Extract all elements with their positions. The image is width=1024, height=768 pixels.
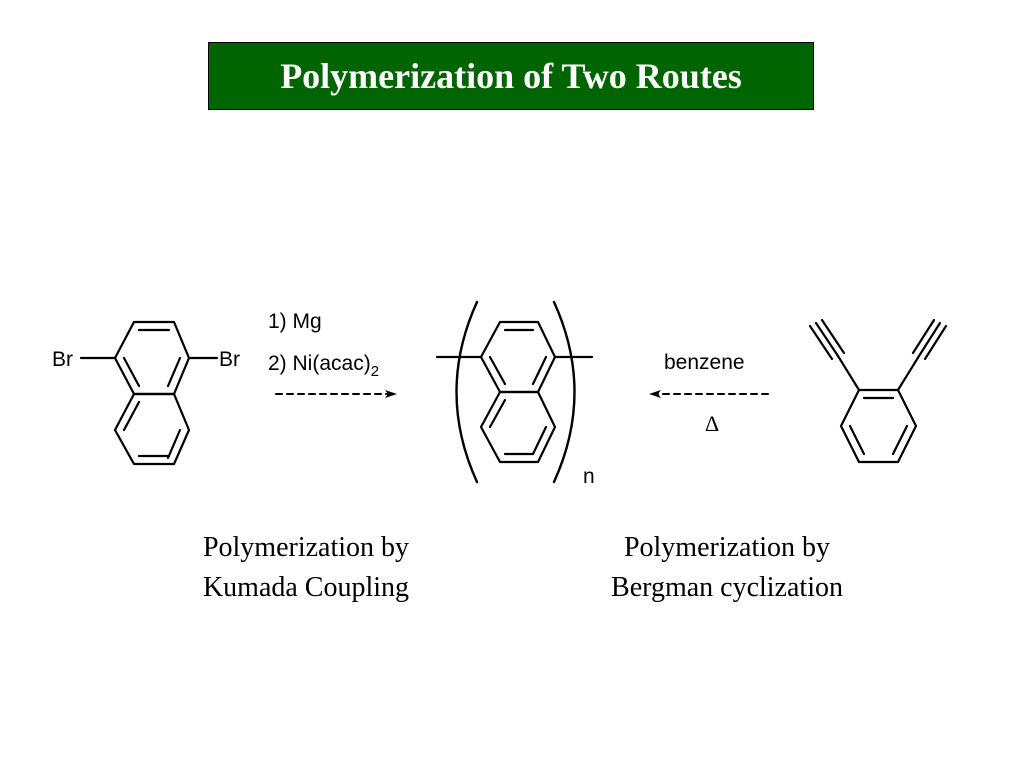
heat-symbol: Δ — [705, 411, 719, 436]
repeat-subscript: n — [583, 465, 595, 488]
caption-kumada-line-2: Kumada Coupling — [202, 572, 410, 603]
condition-step-1: 1) Mg — [268, 310, 322, 333]
bromine-label-right: Br — [219, 348, 240, 371]
naphthalene-bottom-ring — [113, 392, 191, 466]
slide-title: Polymerization of Two Routes — [208, 42, 814, 110]
caption-bergman-line-1: Polymerization by — [623, 532, 831, 563]
diethynylbenzene-structure — [808, 318, 948, 464]
alkyne-left — [808, 318, 861, 392]
solvent-label: benzene — [664, 351, 745, 374]
naphthalene-top-ring — [113, 320, 191, 396]
dibromonaphthalene-structure: Br Br — [52, 320, 240, 466]
left-bracket — [455, 300, 479, 484]
polymer-bottom-ring — [479, 390, 557, 464]
alkyne-right — [896, 318, 948, 392]
caption-bergman: Polymerization by Bergman cyclization — [577, 528, 877, 608]
bromine-label-left: Br — [52, 348, 73, 371]
caption-kumada: Polymerization by Kumada Coupling — [156, 528, 456, 608]
caption-bergman-line-2: Bergman cyclization — [611, 572, 843, 603]
condition-step-2: 2) Ni(acac)2 — [268, 352, 379, 380]
kumada-conditions: 1) Mg 2) Ni(acac)2 — [268, 310, 397, 398]
caption-kumada-line-1: Polymerization by — [202, 532, 410, 563]
right-bracket — [552, 300, 576, 484]
polymer-top-ring — [479, 320, 557, 394]
bergman-conditions: benzene Δ — [649, 351, 769, 436]
polymer-repeat-unit: n — [435, 300, 595, 488]
